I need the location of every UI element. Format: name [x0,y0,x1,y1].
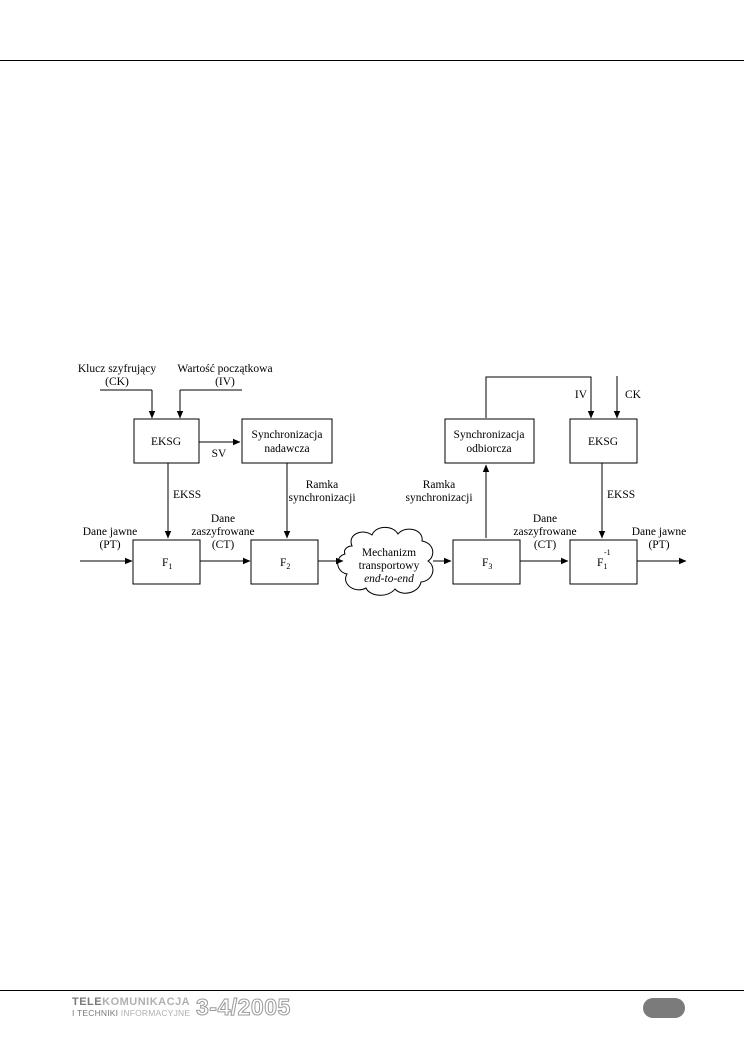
page-number-badge [643,998,685,1018]
ciphertext-right-label-1: Dane [533,513,557,525]
cipher-key-label: Klucz szyfrujący [78,363,156,375]
eksg-right-label: EKSG [588,436,618,448]
f3-label: F3 [482,557,492,571]
header-rule [0,60,744,61]
init-value-abbr: (IV) [215,376,235,388]
f3-box [452,539,521,585]
ck-right-label: CK [625,389,642,401]
ciphertext-left-label-1: Dane [211,513,235,525]
sync-frame-left-label-1: Ramka [306,479,339,491]
sync-frame-right-label-1: Ramka [423,479,456,491]
issue-number: 3-4/2005 [196,994,291,1021]
sync-receiver-label-1: Synchronizacja [454,429,525,441]
ekss-left-label: EKSS [173,489,201,501]
sync-receiver-label-2: odbiorcza [466,443,511,455]
f2-box [250,539,319,585]
eksg-left-box [133,418,200,464]
f1-box [132,539,201,585]
ekss-right-label: EKSS [607,489,635,501]
logo-line1-strong: TELE [72,996,103,1008]
ciphertext-right-label-3: (CT) [534,539,557,551]
plaintext-left-label-1: Dane jawne [83,526,138,538]
iv-right-label: IV [575,389,588,401]
f1-label: F1 [162,557,172,571]
transport-cloud [337,526,434,596]
eksg-left-label: EKSG [151,436,181,448]
sync-frame-right-label-2: synchronizacji [405,492,472,504]
footer-rule [0,990,744,991]
sync-frame-left-label-2: synchronizacji [288,492,355,504]
logo-line1-rest: KOMUNIKACJA [102,996,191,1008]
ciphertext-left-label-3: (CT) [212,539,235,551]
journal-logo: TELEKOMUNIKACJA I TECHNIKI INFORMACYJNE [72,996,191,1019]
sync-sender-label-2: nadawcza [264,443,309,455]
sync-sender-box [241,418,333,464]
ciphertext-left-label-2: zaszyfrowane [191,526,254,538]
cloud-line-1: Mechanizm [362,547,416,559]
cloud-line-2: transportowy [359,560,420,572]
eksg-right-box [569,418,638,464]
cloud-line-3: end-to-end [364,573,414,585]
sv-label: SV [212,448,227,460]
plaintext-right-label-2: (PT) [648,539,669,551]
iv-loop-line [485,376,595,419]
sync-receiver-box [444,418,535,464]
f1-inverse-label: F1-1 [597,548,611,571]
cipher-key-abbr: (CK) [105,376,129,388]
sync-sender-label-1: Synchronizacja [252,429,323,441]
plaintext-right-label-1: Dane jawne [632,526,687,538]
ciphertext-right-label-2: zaszyfrowane [513,526,576,538]
f1-inverse-box [569,539,638,585]
logo-line2-strong: I TECHNIKI [72,1008,119,1018]
init-value-label: Wartość początkowa [177,363,272,375]
logo-line2-rest: INFORMACYJNE [118,1008,191,1018]
f2-label: F2 [280,557,290,571]
plaintext-left-label-2: (PT) [99,539,120,551]
